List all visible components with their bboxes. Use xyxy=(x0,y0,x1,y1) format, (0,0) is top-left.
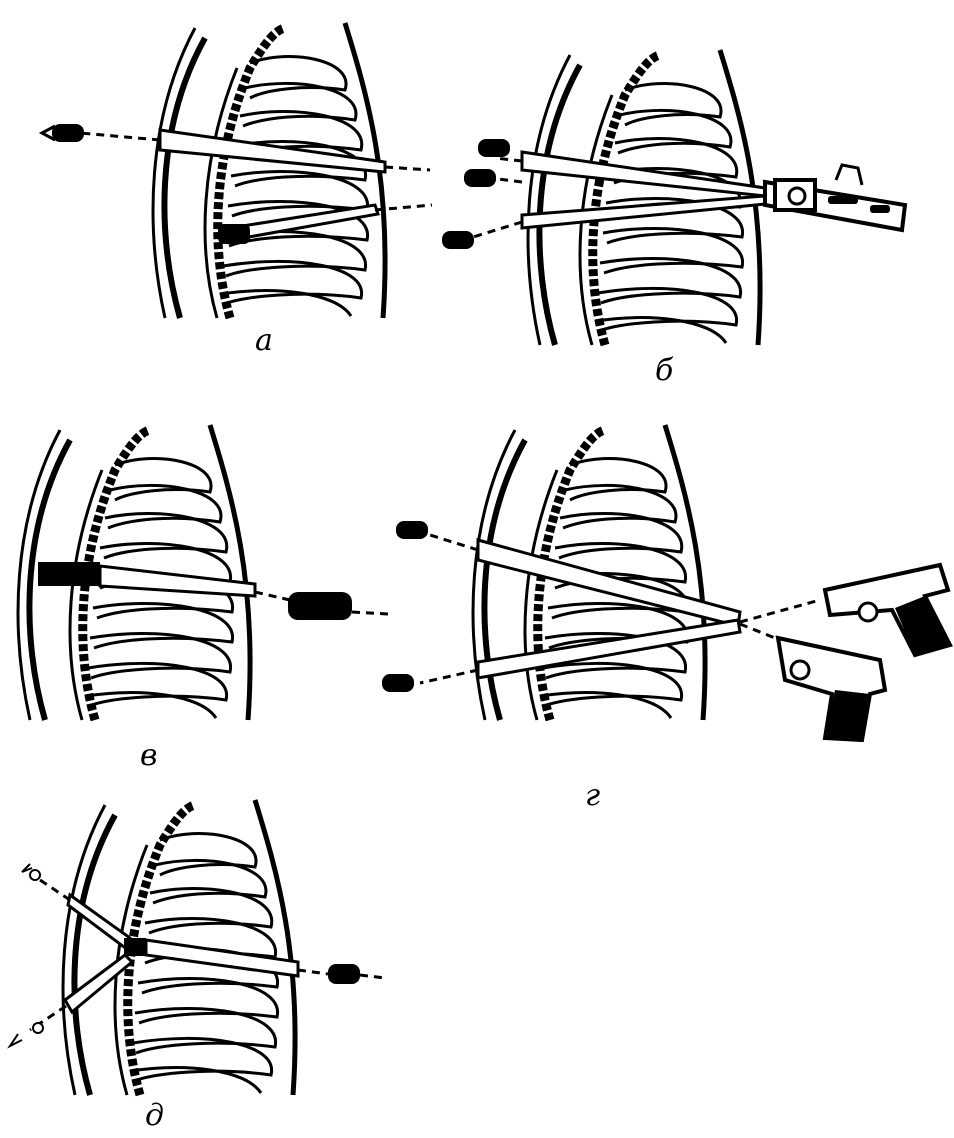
thorax-drawing xyxy=(528,50,760,345)
panel-v: в xyxy=(18,425,388,773)
bullet-icon xyxy=(478,139,510,157)
bullet-icon xyxy=(464,169,496,187)
wound-channel xyxy=(470,152,765,238)
bullet-icon xyxy=(218,224,250,244)
panel-label: б xyxy=(655,353,674,388)
panel-label: г xyxy=(585,778,600,813)
bullet-icon xyxy=(52,124,84,142)
bullet-icon xyxy=(328,964,360,984)
bullet-icon xyxy=(382,674,414,692)
bullet-icon xyxy=(442,231,474,249)
pistol-icon xyxy=(778,638,885,740)
thorax-drawing xyxy=(153,23,385,318)
arrow-icon xyxy=(10,1034,22,1046)
panel-label: а xyxy=(255,323,273,358)
bullet-icon xyxy=(288,592,352,620)
panel-label: д xyxy=(145,1098,164,1133)
rifle-icon xyxy=(765,165,905,230)
panel-g: г xyxy=(382,425,950,813)
panel-label: в xyxy=(140,738,157,773)
fragment-icon xyxy=(33,1023,43,1033)
panel-a: а xyxy=(42,23,432,358)
fragment-icon xyxy=(30,870,40,880)
bullet-icon xyxy=(396,521,428,539)
panel-d: д xyxy=(10,800,385,1133)
panel-b: б xyxy=(442,50,905,388)
arrow-icon xyxy=(22,864,32,872)
pistol-icon xyxy=(825,565,950,655)
